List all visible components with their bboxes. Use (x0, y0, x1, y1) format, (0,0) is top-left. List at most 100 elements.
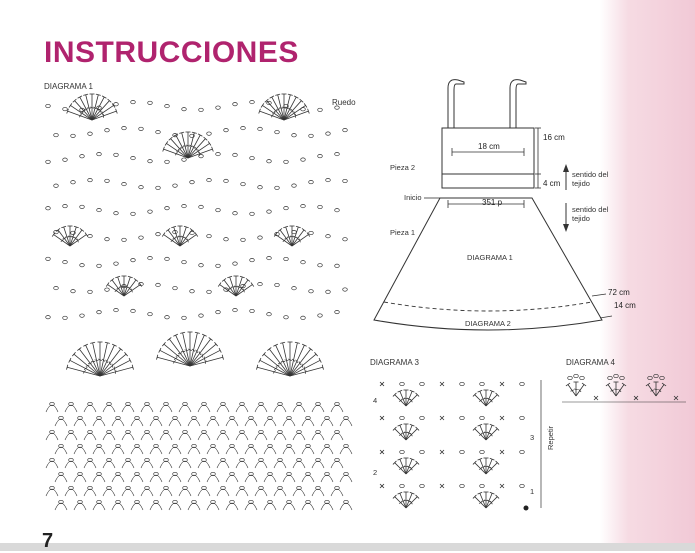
chain-stitch-symbol (283, 206, 289, 211)
chain-stitch-symbol (45, 206, 51, 211)
single-crochet-symbol (439, 381, 445, 387)
chain-arch-symbol (149, 502, 163, 511)
chain-stitch-symbol (266, 312, 272, 317)
chain-arch-symbol (197, 404, 211, 413)
chain-stitch-symbol (206, 178, 212, 183)
chain-arch-symbol (225, 418, 239, 427)
double-crochet-symbol (483, 423, 489, 440)
chain-arch-symbol (244, 502, 258, 511)
chain-stitch-symbol (147, 312, 153, 317)
chain-stitch-symbol (155, 130, 161, 135)
double-crochet-symbol (472, 392, 487, 407)
double-crochet-symbol (115, 275, 125, 297)
double-crochet-symbol (291, 228, 307, 247)
chain-arch-symbol (216, 432, 230, 441)
double-crochet-symbol (187, 131, 197, 159)
chain-stitch-symbol (232, 152, 238, 158)
chain-stitch-symbol (519, 483, 525, 489)
double-crochet-symbol (90, 341, 101, 377)
chain-stitch-symbol (210, 471, 216, 477)
chain-arch-symbol (73, 502, 87, 511)
pieza1-skirt (373, 197, 603, 331)
double-crochet-symbol (171, 225, 181, 247)
double-crochet-symbol (158, 347, 191, 367)
double-crochet-symbol (477, 491, 487, 509)
chain-stitch-symbol (659, 375, 665, 381)
double-crochet-symbol (289, 364, 324, 377)
single-crochet-symbol (499, 415, 505, 421)
double-crochet-symbol (472, 494, 487, 509)
double-crochet-symbol (392, 494, 407, 509)
double-crochet-symbol (67, 225, 73, 246)
double-crochet-symbol (291, 225, 301, 247)
chain-arch-symbol (178, 404, 192, 413)
chain-stitch-symbol (144, 485, 150, 491)
chain-stitch-symbol (232, 102, 238, 107)
chain-arch-symbol (339, 446, 353, 455)
double-crochet-symbol (99, 343, 117, 377)
chain-arch-symbol (111, 446, 125, 455)
double-crochet-symbol (403, 389, 409, 406)
double-crochet-symbol (99, 357, 132, 377)
chain-stitch-symbol (419, 381, 425, 387)
chain-stitch-symbol (181, 315, 187, 320)
chain-stitch-symbol (459, 381, 465, 387)
single-crochet-symbol (439, 483, 445, 489)
chain-stitch-symbol (172, 443, 178, 449)
schematic-diagram1-ref: DIAGRAMA 1 (467, 253, 513, 262)
double-crochet-symbol (472, 460, 487, 475)
chain-arch-symbol (64, 404, 78, 413)
chain-stitch-symbol (479, 483, 485, 489)
double-crochet-symbol (275, 93, 285, 121)
chain-stitch-symbol (266, 159, 272, 164)
double-crochet-symbol (262, 351, 291, 377)
chain-arch-symbol (92, 474, 106, 483)
chain-stitch-symbol (45, 159, 51, 164)
chain-stitch-symbol (96, 208, 102, 213)
chain-stitch-symbol (519, 381, 525, 387)
chain-stitch-symbol (317, 263, 323, 268)
chain-stitch-symbol (519, 449, 525, 455)
chain-arch-symbol (339, 418, 353, 427)
double-crochet-symbol (83, 343, 101, 377)
double-crochet-symbol (483, 457, 489, 474)
chain-stitch-symbol (229, 499, 235, 505)
chain-stitch-symbol (619, 375, 625, 381)
double-crochet-symbol (405, 392, 420, 407)
chain-stitch-symbol (70, 180, 76, 185)
chain-arch-symbol (263, 446, 277, 455)
chain-stitch-symbol (459, 415, 465, 421)
chain-stitch-symbol (215, 310, 221, 315)
left-strap (447, 79, 465, 129)
chain-stitch-symbol (138, 235, 144, 240)
chain-stitch-symbol (343, 499, 349, 505)
chain-stitch-symbol (181, 204, 187, 209)
chain-stitch-symbol (115, 443, 121, 449)
double-crochet-symbol (233, 275, 239, 296)
chain-stitch-symbol (87, 485, 93, 491)
schematic-diagram2-ref: DIAGRAMA 2 (465, 319, 511, 328)
chain-stitch-symbol (201, 457, 207, 463)
chain-stitch-symbol (308, 289, 314, 294)
chain-stitch-symbol (267, 499, 273, 505)
chain-stitch-symbol (77, 499, 83, 505)
double-crochet-symbol (177, 225, 183, 246)
chain-stitch-symbol (172, 286, 178, 291)
double-crochet-symbol (66, 108, 93, 121)
double-crochet-symbol (99, 341, 110, 377)
chain-stitch-symbol (210, 443, 216, 449)
chain-stitch-symbol (104, 128, 110, 133)
chain-stitch-symbol (343, 471, 349, 477)
chain-stitch-symbol (130, 258, 136, 263)
double-crochet-symbol (289, 225, 295, 246)
chain-stitch-symbol (96, 415, 102, 421)
chain-stitch-symbol (343, 443, 349, 449)
chain-stitch-symbol (300, 157, 306, 162)
chain-stitch-symbol (191, 499, 197, 505)
double-crochet-symbol (477, 457, 487, 475)
chain-stitch-symbol (115, 471, 121, 477)
chain-arch-symbol (130, 418, 144, 427)
chain-stitch-symbol (257, 126, 263, 132)
chain-stitch-symbol (324, 499, 330, 505)
chain-arch-symbol (54, 446, 68, 455)
